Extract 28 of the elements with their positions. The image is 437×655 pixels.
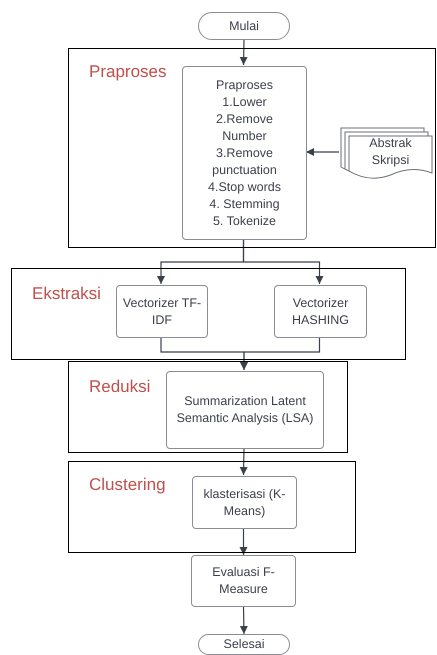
- process-box: Vectorizer HASHING: [274, 285, 367, 338]
- stage-frame: [68, 361, 348, 453]
- step-text: 4. Stemming: [209, 196, 280, 212]
- step-text: 3.Remove punctuation: [211, 144, 278, 178]
- step-text: 4.Stop words: [208, 178, 281, 196]
- stage-heading: Ekstraksi: [32, 285, 101, 302]
- stage-frame: [68, 461, 356, 553]
- arrow: [240, 337, 320, 370]
- stage-frame: [68, 48, 436, 248]
- arrow: [240, 40, 248, 66]
- stage-heading: Clustering: [89, 476, 166, 493]
- arrow: [242, 239, 324, 284]
- arrow: [240, 606, 248, 634]
- arrow: [240, 448, 248, 476]
- process-box: [182, 66, 307, 240]
- step-text: 2.Remove Number: [215, 110, 274, 144]
- stage-frame: [11, 268, 406, 360]
- step-text: 1.Lower: [222, 94, 267, 110]
- process-box: Vectorizer TF-IDF: [116, 285, 208, 338]
- process-box: Evaluasi F-Measure: [191, 555, 296, 607]
- step-text: 5. Tokenize: [212, 212, 276, 230]
- arrow: [306, 148, 339, 156]
- arrow: [240, 528, 248, 555]
- stage-heading: Praproses: [89, 63, 166, 80]
- process-box: klasterisasi (K-Means): [192, 476, 297, 529]
- process-box: Summarization Latent Semantic Analysis (LSA): [166, 371, 324, 449]
- stage-heading: Reduksi: [89, 378, 150, 395]
- step-text: Praproses: [216, 76, 273, 94]
